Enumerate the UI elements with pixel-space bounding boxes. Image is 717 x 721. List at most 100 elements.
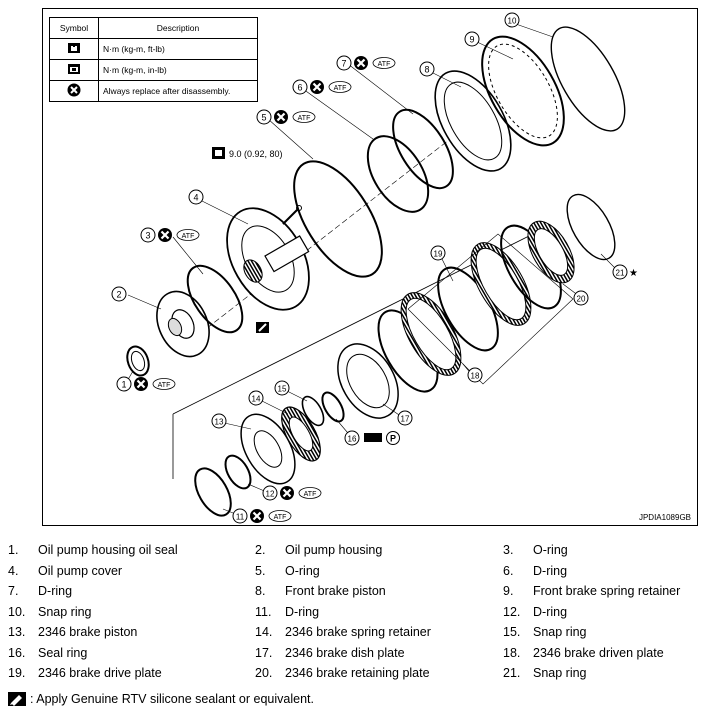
callout-circle	[211, 413, 227, 429]
part-number: 16.	[8, 645, 26, 660]
oil-pump-cover-part	[226, 207, 310, 311]
sealant-note: : Apply Genuine RTV silicone sealant or …	[8, 692, 314, 706]
callout-circle	[612, 264, 628, 280]
callout-number: 7	[341, 59, 346, 69]
figure-id: JPDIA1089GB	[638, 513, 691, 522]
part-name: Oil pump housing oil seal	[38, 543, 178, 557]
atf-badge	[372, 57, 396, 69]
parts-list-item: 7.D-ring	[8, 584, 72, 598]
petroleum-jelly-badge	[386, 431, 400, 445]
part-number: 9.	[503, 584, 514, 598]
dish-plate-17-part	[337, 343, 399, 419]
parts-list-item: 14.2346 brake spring retainer	[255, 625, 431, 639]
callout-circle	[419, 61, 435, 77]
part-number: 13.	[8, 625, 26, 639]
d-ring-11-part	[194, 467, 232, 517]
snap-ring-10-part	[550, 26, 626, 132]
part-number: 19.	[8, 666, 26, 680]
callout-number: 10	[508, 17, 517, 26]
snap-ring-15-part	[301, 395, 325, 427]
atf-badge	[298, 487, 322, 499]
callout-circle	[140, 227, 156, 243]
torque-wrench-small-icon	[49, 59, 99, 81]
plate-stack-part	[377, 224, 574, 393]
part-name: 2346 brake spring retainer	[285, 625, 431, 639]
part-number: 1.	[8, 543, 19, 557]
symbol-legend: Symbol Description N·m (kg-m, ft-lb) N·m…	[49, 17, 258, 102]
parts-list-item: 19. 2346 brake drive plate	[8, 666, 162, 680]
parts-list-item: 8.Front brake piston	[255, 584, 386, 598]
callout-number: 18	[471, 372, 480, 381]
part-name: Snap ring	[533, 625, 587, 639]
parts-list-item: 2.Oil pump housing	[255, 543, 382, 557]
part-name: 2346 brake retaining plate	[285, 666, 430, 680]
callout-circle	[232, 508, 248, 524]
replace-icon-cross	[356, 58, 366, 68]
part-number: 15.	[503, 625, 521, 639]
callout-number: 3	[145, 231, 150, 241]
part-name: Snap ring	[38, 604, 92, 619]
callout-circle	[467, 367, 483, 383]
parts-list-item: 9. Front brake spring retainer	[503, 584, 680, 598]
atf-label: ATF	[182, 233, 195, 240]
retaining-plate-20-part	[527, 220, 575, 284]
part-name: Snap ring	[533, 666, 587, 680]
part-name: Front brake spring retainer	[533, 584, 681, 598]
part-number: 20.	[255, 666, 273, 680]
replace-icon-cross	[282, 488, 292, 498]
callout-number: 20	[577, 295, 586, 304]
callout-circle	[188, 189, 204, 205]
part-name: D-ring	[38, 584, 73, 598]
o-ring-5-part	[293, 160, 383, 278]
callout-circle	[111, 286, 127, 302]
atf-label: ATF	[274, 514, 287, 521]
part-name: 2346 brake drive plate	[38, 666, 162, 680]
part-number: 8.	[255, 584, 266, 598]
callout-circle	[336, 55, 352, 71]
callout-number: 2	[116, 290, 121, 300]
part-number: 5.	[255, 563, 266, 578]
callout-circle	[430, 245, 446, 261]
callout-number: 13	[215, 418, 224, 427]
atf-badge	[292, 111, 316, 123]
callout-number: 21	[616, 269, 625, 278]
part-number: 3.	[503, 543, 514, 557]
atf-label: ATF	[378, 61, 391, 68]
part-number: 17.	[255, 645, 273, 660]
spring-retainer-part	[481, 35, 565, 147]
atf-badge	[176, 229, 200, 241]
replace-icon	[49, 80, 99, 102]
replace-icon-cross	[276, 112, 286, 122]
parts-list-item: 4.Oil pump cover	[8, 564, 122, 578]
callout-circle	[248, 390, 264, 406]
parts-list-item: 11.D-ring	[255, 605, 319, 619]
callout-circle	[464, 31, 480, 47]
d-ring-7-part	[392, 108, 454, 190]
callout-number: 17	[401, 415, 410, 424]
o-ring-3-part	[186, 264, 244, 334]
parts-list-item: 12.D-ring	[503, 605, 567, 619]
part-number: 12.	[503, 604, 521, 619]
part-name: Oil pump cover	[38, 563, 123, 578]
part-number: 2.	[255, 543, 266, 557]
callout-circle	[344, 430, 360, 446]
parts-list-item: 5.O-ring	[255, 564, 320, 578]
part-name: 2346 brake piston	[38, 625, 138, 639]
replace-icon-cross	[312, 82, 322, 92]
atf-label: ATF	[304, 491, 317, 498]
sealant-icon	[8, 692, 26, 706]
petroleum-jelly-label: P	[390, 434, 396, 444]
torque-wrench-icon-inner	[215, 150, 222, 156]
part-name: D-ring	[533, 563, 568, 578]
oil-seal-part	[126, 345, 150, 377]
atf-badge	[152, 378, 176, 390]
parts-list-item: 3.O-ring	[503, 543, 568, 557]
atf-label: ATF	[334, 85, 347, 92]
callout-number: 16	[348, 435, 357, 444]
part-number: 6.	[503, 563, 514, 578]
callout-circle	[256, 109, 272, 125]
jelly-icon	[364, 433, 382, 442]
part-name: D-ring	[285, 604, 320, 619]
callout-number: 4	[193, 193, 198, 203]
part-number: 18.	[503, 645, 521, 660]
